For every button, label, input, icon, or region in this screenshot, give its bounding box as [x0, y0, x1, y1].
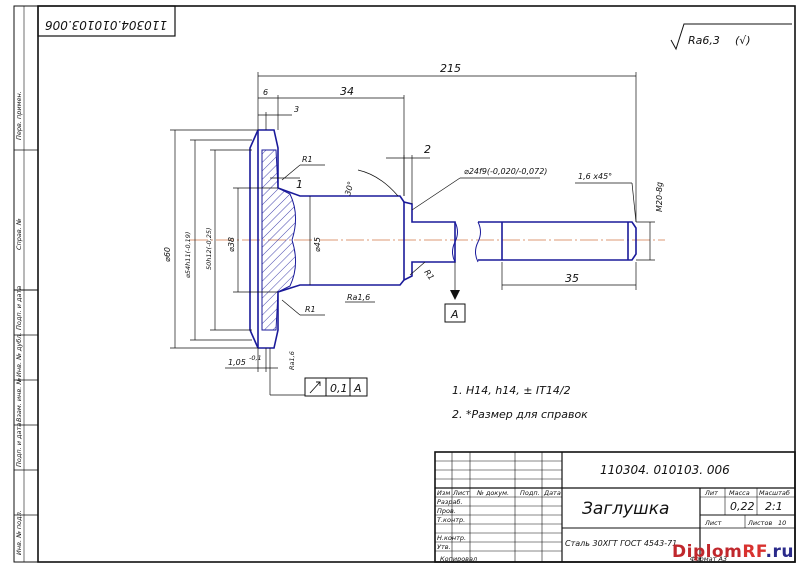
dim-angle: 30°: [343, 180, 355, 196]
tb-row-4: Дата: [543, 489, 561, 497]
side-label-5: Взам. инв. №: [15, 378, 23, 422]
dim-215: 215: [440, 62, 461, 75]
runout-datum: A: [353, 382, 362, 395]
section-hatching: [261, 149, 296, 331]
dim-d38: ⌀38: [227, 237, 236, 252]
dim-105: 1,05: [228, 358, 246, 367]
tb-mass: 0,22: [730, 500, 755, 513]
watermark-logo: DiplomRF.ru: [672, 542, 794, 562]
dimension-lines: [170, 72, 655, 396]
title-block-texts: 110304. 010103. 006 Заглушка Сталь 30ХГТ…: [437, 463, 790, 563]
inverted-stamp-code: 110304.010103.006: [45, 18, 168, 32]
tb-sheet: Лист: [704, 519, 722, 527]
roughness-text: Ra6,3: [688, 34, 720, 47]
tb-role-0: Разраб.: [437, 498, 463, 506]
datum-triangle: [450, 290, 460, 300]
tb-copied: Копировал: [440, 555, 477, 563]
dim-r1-mid: R1: [422, 268, 435, 282]
tb-role-1: Пров.: [437, 507, 456, 515]
note-2: 2. *Размер для справок: [452, 408, 588, 421]
side-label-2: Справ. №: [15, 218, 23, 250]
datum-box: [444, 303, 466, 323]
dim-6: 6: [263, 88, 268, 97]
part-outline: [249, 129, 637, 349]
dim-d50: 50h12(-0,25): [205, 227, 213, 270]
technical-notes: 1. H14, h14, ± IT14/2 2. *Размер для спр…: [452, 384, 588, 421]
side-strip: Перв. примен. Справ. № Подп. и дата Инв.…: [15, 91, 23, 555]
tb-format: Формат А3: [690, 555, 727, 563]
tb-row-3: Подп.: [520, 489, 540, 497]
drawing-frame: [13, 5, 796, 563]
dim-d54: ⌀54h11(-0,19): [184, 232, 192, 278]
side-label-7: Инв. № подл.: [15, 510, 23, 555]
tb-role-2: Т.контр.: [437, 516, 465, 524]
dim-shaft-dia: ⌀24f9(-0,020/-0,072): [464, 167, 547, 176]
side-label-3: Подп. и дата: [15, 286, 23, 330]
tb-row-1: Лист: [452, 489, 470, 497]
tb-role-3: Н.контр.: [437, 534, 466, 542]
runout-frame: 0,1 A: [304, 377, 368, 397]
side-label-4: Инв. № дубл.: [15, 333, 23, 377]
dim-thread: M20-8g: [655, 182, 664, 212]
dim-ra16-side: Ra1,6: [288, 351, 296, 370]
tb-sheets-count: 10: [778, 519, 786, 527]
tb-row-0: Изм: [437, 489, 450, 497]
dim-34: 34: [340, 85, 354, 98]
roughness-mark: Ra6,3 (√): [670, 23, 792, 51]
dim-d60: ⌀60: [163, 247, 172, 262]
dim-105-tol: -0,1: [249, 354, 262, 362]
dim-ra16: Ra1,6: [347, 293, 370, 302]
tb-code: 110304. 010103. 006: [600, 463, 730, 477]
watermark-part-1: Diplom: [672, 542, 743, 562]
tb-sheets: Листов: [747, 519, 772, 527]
roughness-suffix: (√): [735, 34, 751, 47]
side-label-1: Перв. примен.: [15, 91, 23, 140]
dim-r1-bottom: R1: [305, 305, 316, 314]
tb-scale: 2:1: [765, 500, 783, 513]
runout-value: 0,1: [330, 382, 348, 395]
title-block: [434, 451, 796, 563]
tb-col-scale: Масштаб: [759, 489, 790, 497]
dim-35: 35: [565, 272, 579, 285]
dim-r1-top: R1: [302, 155, 313, 164]
tb-role-4: Утв.: [437, 543, 451, 551]
note-1: 1. H14, h14, ± IT14/2: [452, 384, 571, 397]
tb-row-2: № докум.: [476, 489, 509, 497]
dim-3: 3: [294, 105, 299, 114]
watermark-part-2: RF: [742, 542, 766, 562]
tb-material: Сталь 30ХГТ ГОСТ 4543-71: [565, 539, 677, 548]
tb-col-lit: Лит: [704, 489, 718, 497]
dim-d45: ⌀45: [313, 237, 322, 252]
datum-label: A: [450, 308, 459, 321]
dim-1: 1: [296, 178, 303, 191]
watermark-part-3: .ru: [765, 542, 794, 562]
side-label-6: Подп. и дата: [15, 423, 23, 467]
dim-2: 2: [424, 143, 431, 156]
dimension-texts: 215 6 34 3 2 1 R1 R1 R1 30° ⌀24f9(-0,020…: [163, 62, 664, 370]
dim-chamfer: 1,6 x45°: [578, 172, 612, 181]
inverted-stamp: 110304.010103.006: [37, 5, 176, 37]
tb-name: Заглушка: [582, 499, 669, 519]
tb-col-mass: Масса: [729, 489, 750, 497]
